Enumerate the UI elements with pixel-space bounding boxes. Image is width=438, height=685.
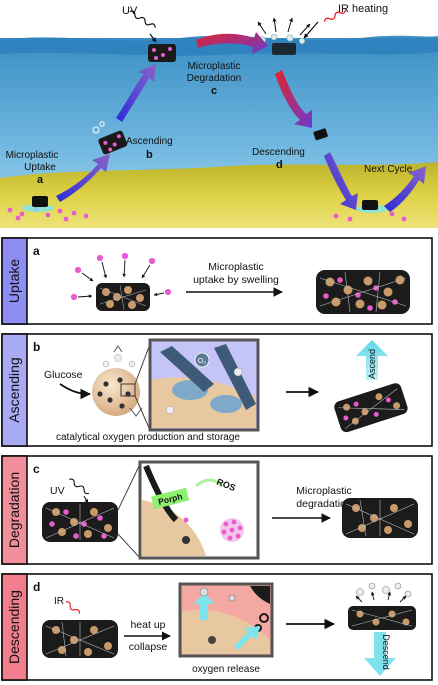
degrading-particle <box>220 518 244 542</box>
ascending-label: Ascending <box>126 136 173 147</box>
panel-uptake: Uptake a Microplastic uptake by swelling <box>2 238 432 324</box>
descend-label: Descend <box>381 634 391 670</box>
loaded-cylinder-d <box>42 620 118 658</box>
side-label-uptake: Uptake <box>6 259 22 304</box>
panel-letter-c: c <box>33 462 40 476</box>
descending-step-letter: d <box>276 159 283 171</box>
uptake-label-1: Microplastic <box>6 150 59 161</box>
degradation-label-2: Degradation <box>187 73 241 84</box>
side-label-ascending: Ascending <box>6 357 22 422</box>
degradation-caption-1: Microplastic <box>296 485 351 497</box>
degradation-step-letter: c <box>211 85 217 97</box>
uptake-caption-2: uptake by swelling <box>193 274 279 286</box>
uptake-caption-1: Microplastic <box>208 261 263 273</box>
panel-degradation: Degradation c UV Porph ROS <box>2 456 432 564</box>
zoom-inset-ascending: O₂ <box>135 340 258 430</box>
ir-heating-label: IR heating <box>338 3 388 15</box>
panel-descending: Descending d IR heat up collapse oxygen … <box>2 574 432 680</box>
oxygen-release-caption: oxygen release <box>192 664 260 675</box>
descending-label: Descending <box>252 147 305 158</box>
side-label-descending: Descending <box>6 590 22 664</box>
robot-next-cycle <box>362 200 378 210</box>
cleaned-cylinder-c <box>342 498 418 538</box>
zoom-inset-degradation: Porph ROS <box>118 462 258 558</box>
panel-letter-d: d <box>33 580 40 594</box>
release-arrows <box>258 18 310 35</box>
ocean-scene: UV IR heating Microplastic Uptake a Asce… <box>0 3 438 228</box>
swollen-cylinder-a <box>316 270 410 314</box>
next-cycle-label: Next Cycle <box>364 164 413 175</box>
ir-label-d: IR <box>54 596 64 607</box>
glucose-label: Glucose <box>44 369 83 381</box>
panel-letter-a: a <box>33 244 40 258</box>
robot-uptake <box>32 196 48 207</box>
robot-floating <box>148 44 176 62</box>
uv-label: UV <box>122 5 138 17</box>
panel-ascending: Ascending b Glucose O₂ <box>2 334 432 446</box>
degradation-label-1: Microplastic <box>188 61 241 72</box>
side-label-degradation: Degradation <box>6 472 22 548</box>
ascending-caption: catalytical oxygen production and storag… <box>56 432 240 443</box>
panel-letter-b: b <box>33 340 40 354</box>
hydrogel-cylinder-a <box>96 283 150 311</box>
heat-caption-2: collapse <box>129 641 168 653</box>
loaded-cylinder-c <box>42 502 118 542</box>
uv-label-c: UV <box>50 485 65 497</box>
ascend-label: Ascend <box>367 349 377 379</box>
uptake-label-2: Uptake <box>24 162 56 173</box>
o2-label: O₂ <box>198 358 206 365</box>
oxygen-release-inset <box>180 584 272 656</box>
uptake-step-letter: a <box>37 174 44 186</box>
heat-caption-1: heat up <box>130 619 165 631</box>
ascending-step-letter: b <box>146 149 153 161</box>
